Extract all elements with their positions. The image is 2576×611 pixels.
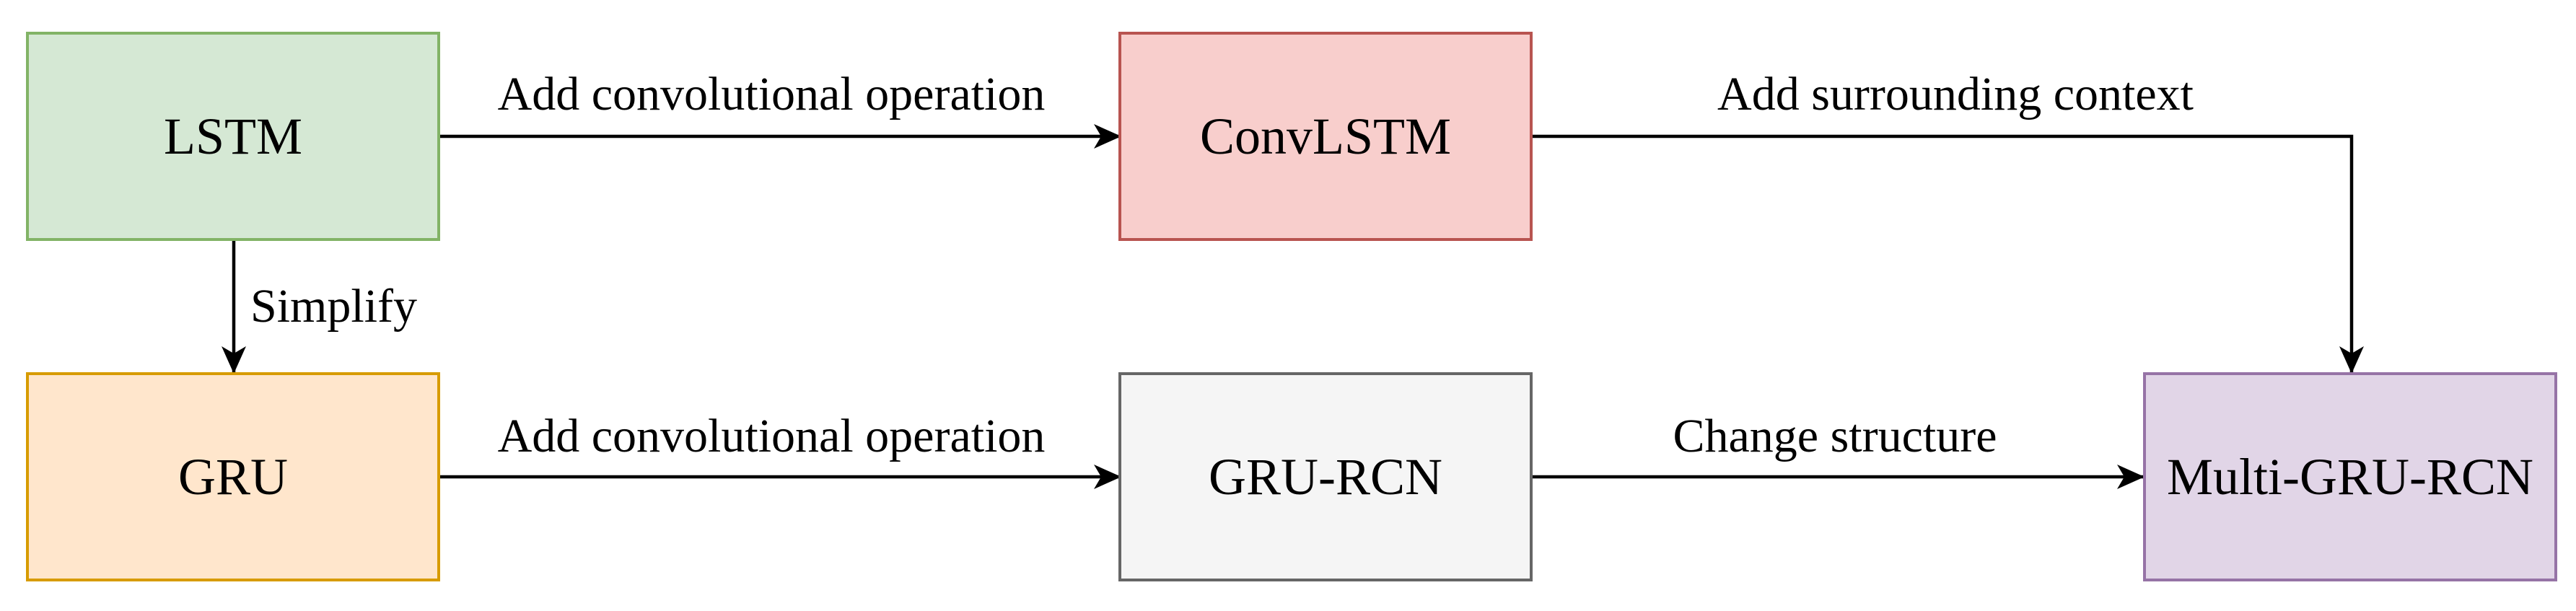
- arrow-convlstm-to-multi: [1531, 134, 2364, 374]
- edge-label-gru-to-grurcn: Add convolutional operation: [498, 410, 1046, 462]
- node-multi-gru-rcn: Multi-GRU-RCN: [2143, 372, 2557, 581]
- node-label-convlstm: ConvLSTM: [1200, 107, 1451, 165]
- node-box-gru-rcn: [1118, 372, 1533, 581]
- edge-gru-to-grurcn: Add convolutional operation: [439, 410, 1121, 489]
- node-label-gru: GRU: [178, 448, 288, 506]
- edge-lstm-to-gru: Simplify: [222, 241, 417, 374]
- node-box-convlstm: [1118, 32, 1533, 241]
- node-label-lstm: LSTM: [164, 107, 302, 165]
- node-gru: GRU: [26, 372, 440, 581]
- node-box-lstm: [26, 32, 440, 241]
- node-convlstm: ConvLSTM: [1118, 32, 1533, 241]
- node-box-multi-gru-rcn: [2143, 372, 2557, 581]
- node-box-gru: [26, 372, 440, 581]
- edge-grurcn-to-multi: Change structure: [1531, 410, 2145, 489]
- edge-convlstm-to-multi: Add surrounding context: [1531, 68, 2364, 374]
- node-label-multi-gru-rcn: Multi-GRU-RCN: [2167, 448, 2533, 506]
- node-lstm: LSTM: [26, 32, 440, 241]
- edge-label-convlstm-to-multi: Add surrounding context: [1717, 68, 2194, 120]
- edge-lstm-to-convlstm: Add convolutional operation: [439, 68, 1121, 149]
- edge-label-lstm-to-convlstm: Add convolutional operation: [498, 68, 1046, 120]
- edge-label-grurcn-to-multi: Change structure: [1673, 410, 1997, 462]
- edge-label-lstm-to-gru: Simplify: [250, 280, 417, 333]
- node-label-gru-rcn: GRU-RCN: [1209, 448, 1442, 506]
- node-gru-rcn: GRU-RCN: [1118, 372, 1533, 581]
